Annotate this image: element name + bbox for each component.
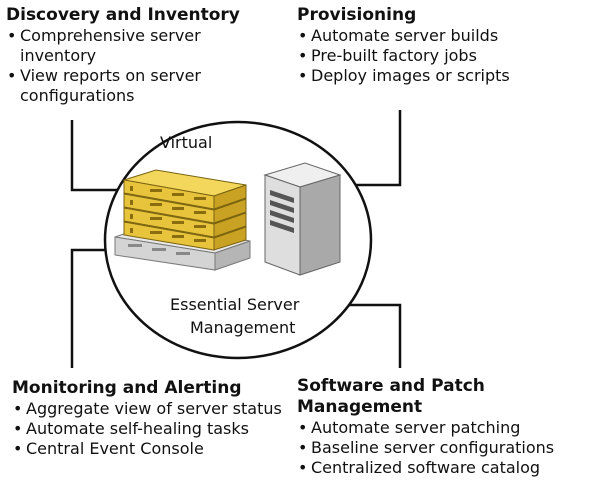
list-item: Baseline server configurations xyxy=(297,438,607,458)
connector-top-left xyxy=(70,120,128,192)
center-top-label: Virtual xyxy=(160,133,212,152)
connector-bottom-right xyxy=(330,303,402,368)
quadrant-title: Monitoring and Alerting xyxy=(12,378,242,398)
quadrant-monitoring-alerting: Monitoring and Alerting Aggregate view o… xyxy=(12,378,287,459)
list-item: Aggregate view of server status xyxy=(12,399,287,419)
quadrant-title: Software and Patch Management xyxy=(297,376,485,417)
list-item: Comprehensive server inventory xyxy=(6,26,256,66)
list-item: Automate server builds xyxy=(297,26,607,46)
list-item: Pre-built factory jobs xyxy=(297,46,607,66)
quadrant-discovery-inventory: Discovery and Inventory Comprehensive se… xyxy=(6,5,256,106)
list-item: Centralized software catalog xyxy=(297,458,607,478)
list-item: Automate server patching xyxy=(297,418,607,438)
quadrant-software-patch: Software and Patch Management Automate s… xyxy=(297,376,607,478)
list-item: Deploy images or scripts xyxy=(297,66,607,86)
list-item: Central Event Console xyxy=(12,439,287,459)
center-bottom-label-line1: Essential Server xyxy=(170,295,300,314)
list-item: Automate self-healing tasks xyxy=(12,419,287,439)
rack-servers-icon xyxy=(114,169,251,271)
tower-server-icon xyxy=(263,162,342,276)
quadrant-title: Provisioning xyxy=(297,5,417,25)
connector-top-right xyxy=(340,110,402,187)
quadrant-provisioning: Provisioning Automate server builds Pre-… xyxy=(297,5,607,86)
quadrant-title: Discovery and Inventory xyxy=(6,5,240,25)
center-bottom-label-line2: Management xyxy=(190,318,295,337)
list-item: View reports on server configurations xyxy=(6,66,256,106)
